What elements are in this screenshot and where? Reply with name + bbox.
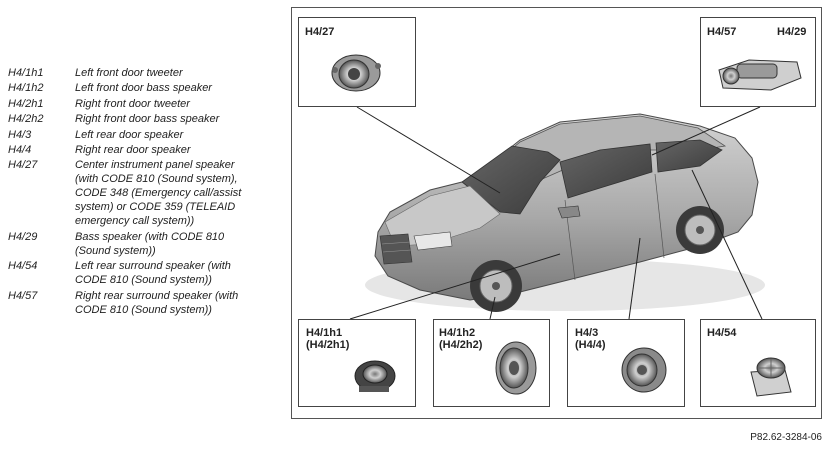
callout-label-h4-29: H4/29 xyxy=(777,26,807,38)
windshield xyxy=(461,145,561,215)
tweeter-speaker-icon xyxy=(331,54,381,92)
side-mirror xyxy=(557,205,581,219)
legend-desc: Right front door tweeter xyxy=(75,97,190,110)
legend-code: H4/57 xyxy=(8,289,38,302)
legend-row: H4/3 Left rear door speaker xyxy=(8,128,278,142)
legend-code: H4/27 xyxy=(8,159,38,172)
bass-speaker-icon xyxy=(718,59,802,91)
callout-label-h4-27: H4/27 xyxy=(305,26,335,38)
legend-row: H4/1h2 Left front door bass speaker xyxy=(8,81,278,95)
callout-h4-57-h4-29: H4/57 H4/29 xyxy=(700,17,816,107)
legend-code: H4/4 xyxy=(8,143,32,156)
door-tweeter-icon xyxy=(354,360,396,392)
door-bass-speaker-icon xyxy=(495,341,537,395)
legend-code: H4/2h2 xyxy=(8,113,44,126)
legend-desc: Left rear surround speaker (with CODE 81… xyxy=(75,260,231,287)
callout-label-h4-54: H4/54 xyxy=(707,327,737,339)
legend-desc: Bass speaker (with CODE 810 (Sound syste… xyxy=(75,230,225,257)
callout-h4-27: H4/27 xyxy=(298,17,416,107)
callout-label-h4-1h2: H4/1h2 (H4/2h2) xyxy=(439,327,483,351)
legend-desc: Left front door bass speaker xyxy=(75,82,212,95)
diagram-frame xyxy=(291,7,822,419)
legend-desc: Right rear door speaker xyxy=(75,143,191,156)
surround-speaker-icon xyxy=(750,357,792,397)
callout-label-h4-3: H4/3 (H4/4) xyxy=(575,327,606,351)
front-side-window xyxy=(559,143,653,199)
grille xyxy=(379,233,413,265)
legend-row: H4/1h1 Left front door tweeter xyxy=(8,66,278,80)
callout-h4-1h1: H4/1h1 (H4/2h1) xyxy=(298,319,416,407)
legend-code: H4/54 xyxy=(8,260,38,273)
legend-row: H4/54 Left rear surround speaker (with CO… xyxy=(8,259,278,287)
legend-code: H4/29 xyxy=(8,230,38,243)
figure-reference: P82.62-3284-06 xyxy=(750,432,822,443)
legend-row: H4/57 Right rear surround speaker (with C… xyxy=(8,289,278,317)
callout-label-h4-1h1: H4/1h1 (H4/2h1) xyxy=(306,327,350,351)
callout-h4-3: H4/3 (H4/4) xyxy=(567,319,685,407)
legend-row: H4/27 Center instrument panel speaker (wi… xyxy=(8,158,278,228)
legend-desc: Right front door bass speaker xyxy=(75,113,220,126)
legend-code: H4/1h2 xyxy=(8,82,44,95)
leader-lines xyxy=(349,106,763,320)
legend-code: H4/2h1 xyxy=(8,97,44,110)
legend-desc: Left rear door speaker xyxy=(75,128,184,141)
legend-row: H4/4 Right rear door speaker xyxy=(8,143,278,157)
legend-code: H4/3 xyxy=(8,128,32,141)
legend-row: H4/29 Bass speaker (with CODE 810 (Sound … xyxy=(8,230,278,258)
callout-label-h4-57: H4/57 xyxy=(707,26,737,38)
legend-desc: Right rear surround speaker (with CODE 8… xyxy=(75,289,239,316)
callout-h4-1h2: H4/1h2 (H4/2h2) xyxy=(433,319,550,407)
legend-row: H4/2h1 Right front door tweeter xyxy=(8,97,278,111)
legend-desc: Left front door tweeter xyxy=(75,67,183,79)
headlight xyxy=(413,231,453,251)
legend-row: H4/2h2 Right front door bass speaker xyxy=(8,112,278,126)
callout-h4-54: H4/54 xyxy=(700,319,816,407)
rear-side-window xyxy=(655,139,723,173)
legend-code: H4/1h1 xyxy=(8,67,44,79)
rear-door-speaker-icon xyxy=(621,347,667,393)
legend-desc: Center instrument panel speaker (with CO… xyxy=(75,159,242,228)
